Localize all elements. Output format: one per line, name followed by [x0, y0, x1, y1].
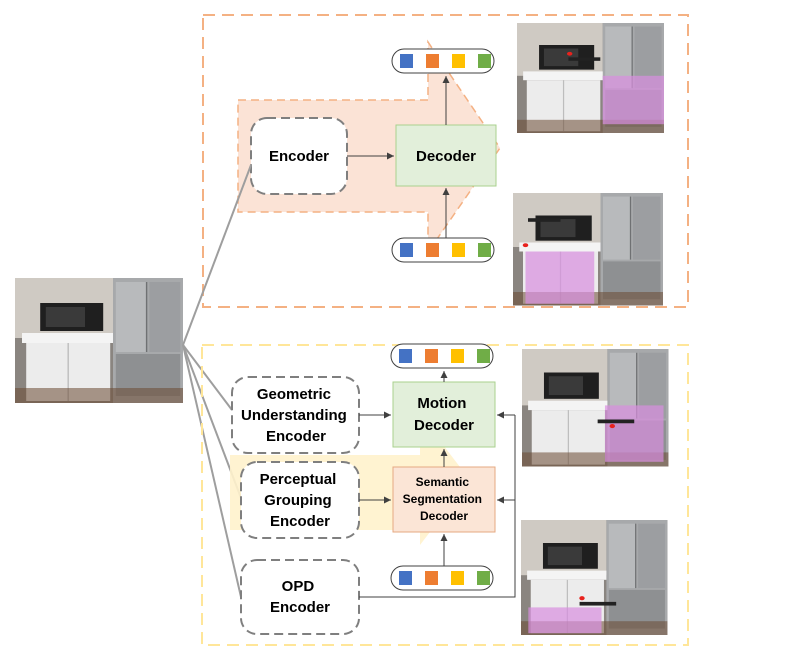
- token-orange: [425, 349, 438, 363]
- bottom-output-photo-2: [520, 519, 669, 636]
- opd-feedback-line: [359, 415, 516, 598]
- token-yellow: [452, 243, 465, 257]
- top-query-token-row: [391, 237, 495, 263]
- token-yellow: [452, 54, 465, 68]
- top-encoder-box: [250, 117, 348, 195]
- top-output-photo-2: [512, 192, 664, 307]
- token-blue: [399, 349, 412, 363]
- token-green: [478, 243, 491, 257]
- token-green: [477, 349, 490, 363]
- perceptual-encoder-label: Perceptual Grouping Encoder: [260, 471, 341, 530]
- bottom-output-photo-1: [521, 348, 670, 468]
- input-photo: [14, 277, 184, 404]
- token-orange: [426, 243, 439, 257]
- token-orange: [426, 54, 439, 68]
- token-orange: [425, 571, 438, 585]
- token-yellow: [451, 349, 464, 363]
- semantic-decoder-label: Semantic Segmentation Decoder: [403, 475, 486, 523]
- motion-decoder-box: [392, 381, 496, 448]
- opd-encoder-box: [240, 559, 360, 635]
- top-flow-arrow: [237, 39, 501, 255]
- token-blue: [400, 243, 413, 257]
- top-output-photo-1: [516, 22, 665, 134]
- opd-encoder-label: OPD Encoder: [270, 578, 330, 616]
- top-decoder-box: [395, 124, 497, 187]
- motion-decoder-label: Motion Decoder: [414, 395, 474, 434]
- bottom-panel: [201, 344, 689, 646]
- token-green: [478, 54, 491, 68]
- top-encoder-label: Encoder: [269, 148, 329, 165]
- bottom-output-token-row: [390, 343, 494, 369]
- bottom-query-token-row: [390, 565, 494, 591]
- token-yellow: [451, 571, 464, 585]
- top-decoder-label: Decoder: [416, 148, 476, 165]
- top-output-token-row: [391, 48, 495, 74]
- top-panel: [202, 14, 689, 308]
- token-green: [477, 571, 490, 585]
- geometric-encoder-label: Geometric Understanding Encoder: [241, 386, 351, 445]
- token-blue: [399, 571, 412, 585]
- token-blue: [400, 54, 413, 68]
